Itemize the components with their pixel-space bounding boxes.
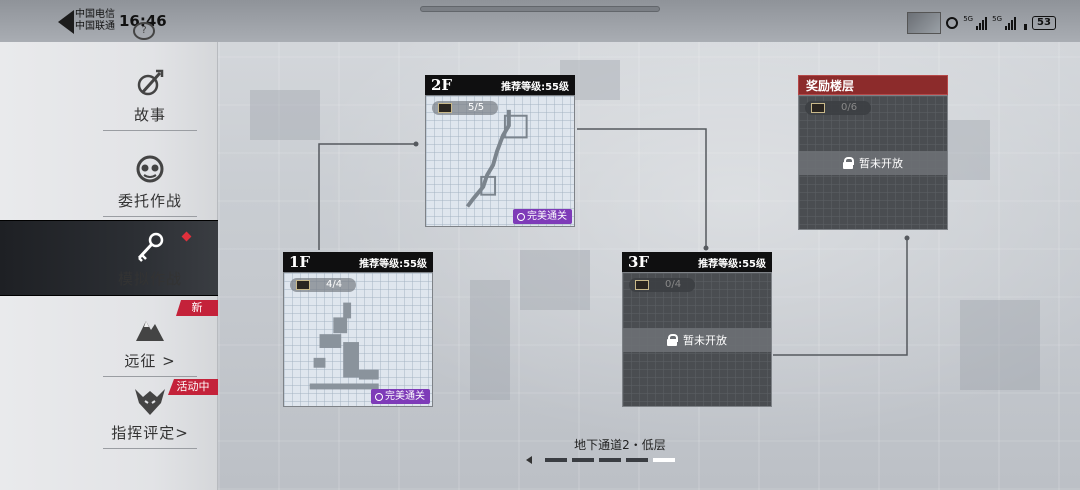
carrier-info: 中国电信 中国联通 (75, 9, 115, 33)
sidebar-item-label: 远征 > (124, 352, 176, 370)
chest-icon (811, 103, 825, 113)
lock-icon (667, 334, 678, 346)
previous-page-icon[interactable] (526, 456, 532, 464)
perfect-clear-label: 完美通关 (527, 211, 567, 222)
clock-time: 16:46 (119, 12, 167, 30)
sidebar-item-commission[interactable]: 委托作战 (95, 152, 205, 217)
top-handle (420, 6, 660, 12)
sidebar-item-story[interactable]: 故事 (95, 66, 205, 131)
new-badge: 新 (176, 300, 218, 316)
reward-floor-title: 奖励楼层 (798, 75, 948, 95)
signal-2-icon (1005, 16, 1016, 30)
carrier-1: 中国电信 (75, 9, 115, 20)
floor-label: 1F (289, 253, 311, 271)
signal-1-icon (976, 16, 988, 30)
reward-floor-card[interactable]: 奖励楼层 0/6 暂未开放 (798, 75, 948, 230)
chest-icon (635, 280, 649, 290)
sidebar: 故事 委托作战 模拟作战 远征 > 指挥评定> 新 活动中 (0, 42, 218, 490)
help-icon[interactable]: ? (133, 22, 155, 40)
wifi-icon (1024, 16, 1027, 30)
progress-pill: 5/5 (432, 101, 498, 115)
network-type-label-2: 5G (992, 15, 1002, 23)
carrier-2: 中国联通 (75, 21, 115, 32)
floor-map: 4/4 完美通关 (283, 272, 433, 407)
area-title: 地下通道2・低层 (574, 438, 666, 452)
map-layout (465, 109, 528, 208)
locked-label: 暂未开放 (683, 333, 727, 347)
recommended-level: 推荐等级:55级 (698, 258, 766, 270)
progress-pill: 4/4 (290, 278, 356, 292)
chest-icon (296, 280, 310, 290)
divider (103, 448, 197, 449)
recommended-level: 推荐等级:55级 (359, 258, 427, 270)
floor-header: 1F 推荐等级:55级 (283, 252, 433, 272)
sidebar-item-label: 故事 (133, 106, 166, 124)
operator-icon (517, 212, 525, 221)
alarm-icon (946, 17, 959, 29)
progress-pill: 0/4 (629, 278, 695, 292)
operator-icon (375, 392, 383, 401)
divider (103, 376, 197, 377)
floor-header: 2F 推荐等级:55级 (425, 75, 575, 95)
floor-map: 5/5 完美通关 (425, 95, 575, 227)
progress-value: 0/4 (665, 279, 682, 290)
floor-map-locked: 0/4 暂未开放 (622, 272, 772, 407)
back-arrow-icon[interactable] (58, 10, 74, 34)
wolf-emblem-icon (133, 384, 167, 418)
sidebar-item-command-rating[interactable]: 指挥评定> (95, 384, 205, 449)
system-icons: 5G 5G 53 (907, 12, 1056, 34)
sidebar-item-simulation[interactable]: 模拟作战 (95, 230, 205, 289)
floor-card-3f[interactable]: 3F 推荐等级:55级 0/4 暂未开放 (622, 252, 772, 407)
locked-banner: 暂未开放 (799, 150, 947, 175)
page-dot[interactable] (599, 458, 621, 462)
floor-header: 3F 推荐等级:55级 (622, 252, 772, 272)
sidebar-active-highlight (0, 220, 218, 296)
locked-banner: 暂未开放 (623, 327, 771, 352)
event-active-badge: 活动中 (168, 379, 218, 395)
perfect-clear-badge: 完美通关 (513, 209, 572, 224)
recommended-level: 推荐等级:55级 (501, 81, 569, 93)
network-type-label: 5G (963, 15, 974, 23)
floor-card-2f[interactable]: 2F 推荐等级:55级 5/5 完美通关 (425, 75, 575, 227)
lock-icon (843, 157, 854, 169)
progress-value: 4/4 (326, 279, 343, 290)
perfect-clear-label: 完美通关 (385, 391, 425, 402)
locked-label: 暂未开放 (859, 156, 903, 170)
sidebar-item-label: 模拟作战 (117, 270, 182, 288)
floor-card-1f[interactable]: 1F 推荐等级:55级 4/4 完美通关 (283, 252, 433, 407)
sidebar-item-label: 指挥评定> (111, 424, 189, 442)
chest-icon (438, 103, 452, 113)
compass-arrow-icon (133, 66, 167, 100)
divider (103, 130, 197, 131)
progress-value: 5/5 (468, 102, 485, 113)
floor-label: 2F (431, 76, 453, 94)
map-layout (309, 302, 379, 390)
mask-icon (133, 152, 167, 186)
mountain-icon (133, 312, 167, 346)
progress-value: 0/6 (841, 102, 858, 113)
perfect-clear-badge: 完美通关 (371, 389, 430, 404)
key-icon (133, 230, 167, 264)
floor-label: 3F (628, 253, 650, 271)
status-bar: 中国电信 中国联通 16:46 ? 5G 5G 53 (0, 0, 1080, 42)
page-indicator (526, 456, 675, 464)
divider (103, 216, 197, 217)
battery-icon: 53 (1032, 16, 1056, 30)
progress-pill: 0/6 (805, 101, 871, 115)
page-dot[interactable] (626, 458, 648, 462)
page-dot[interactable] (572, 458, 594, 462)
reward-floor-map: 0/6 暂未开放 (798, 95, 948, 230)
page-dot[interactable] (545, 458, 567, 462)
sidebar-item-label: 委托作战 (117, 192, 182, 210)
floating-window-thumbnail[interactable] (907, 12, 942, 34)
sidebar-item-expedition[interactable]: 远征 > (95, 312, 205, 377)
page-dot-active[interactable] (653, 458, 675, 462)
